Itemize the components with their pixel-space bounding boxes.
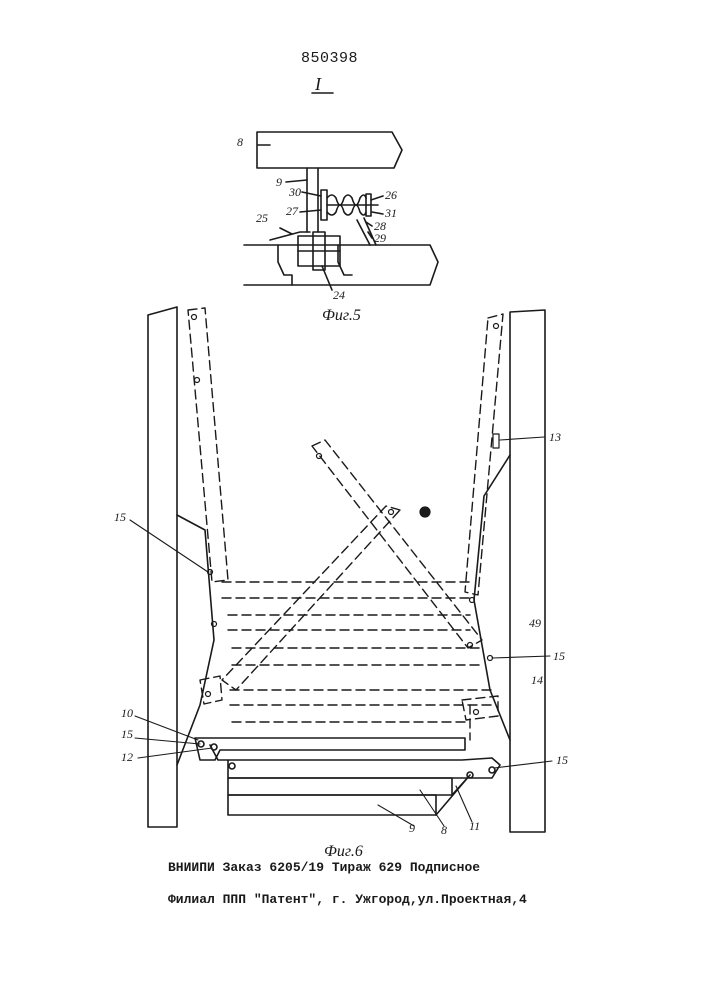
spring-plate	[321, 190, 327, 220]
hinge-point	[389, 510, 394, 515]
dashed-left-arm	[188, 308, 228, 582]
fig5-label: 29	[374, 231, 386, 245]
left-post	[148, 307, 177, 827]
fig5-caption: Фиг.5	[322, 307, 361, 324]
fig6-leader-lines	[130, 437, 552, 826]
step-8	[228, 795, 436, 815]
fig6-dashed-positions	[188, 308, 503, 740]
fig6-label: 15	[121, 727, 133, 741]
fig5-label: 24	[333, 288, 345, 302]
fig6-label: 12	[121, 750, 133, 764]
step-11	[228, 778, 452, 795]
dashed-right-arm	[465, 314, 503, 595]
leader-15-right	[492, 656, 550, 658]
fig5-label: 9	[276, 175, 282, 189]
fig6-label: 9	[409, 821, 415, 835]
fig5-label: 30	[288, 185, 301, 199]
hinge-point	[317, 454, 322, 459]
top-plate	[257, 132, 402, 168]
leader-15-top-left	[130, 520, 208, 572]
fig6-label: 14	[531, 673, 543, 687]
fig5-label: 8	[237, 135, 243, 149]
leader-11	[456, 786, 472, 822]
dashed-diagonal-a	[312, 440, 482, 648]
fig6-label: 15	[553, 649, 565, 663]
hinge-point	[192, 315, 197, 320]
dashed-step-5	[232, 705, 470, 740]
rail-groove-left	[278, 245, 292, 285]
fig5-label: 26	[385, 188, 397, 202]
leader-10	[135, 716, 198, 740]
hinge-point	[195, 378, 200, 383]
leader-12	[138, 748, 212, 758]
fig6-caption: Фиг.6	[324, 843, 363, 860]
platform-10	[195, 738, 465, 760]
dashed-step-1	[222, 582, 470, 598]
dashed-step-4	[230, 690, 492, 705]
imprint-address-line: Филиал ППП "Патент", г. Ужгород,ул.Проек…	[168, 892, 527, 907]
fig5-label: 31	[384, 206, 397, 220]
left-gusset	[177, 515, 214, 765]
fig5-label: 27	[286, 204, 299, 218]
fig6-label: 11	[469, 819, 480, 833]
dashed-step-3	[232, 648, 482, 665]
latch-13	[493, 434, 499, 448]
dashed-pivot-plate	[462, 696, 498, 720]
fig6-label: 10	[121, 706, 133, 720]
fig6-details	[192, 315, 500, 715]
right-post	[510, 310, 545, 832]
fig6-label: 8	[441, 823, 447, 837]
dashed-step-2	[228, 615, 470, 630]
hinge-point	[474, 710, 479, 715]
hinge-point	[206, 692, 211, 697]
vertical-bracket	[307, 168, 318, 232]
leader-13	[500, 437, 544, 440]
fig6-label: 15	[114, 510, 126, 524]
imprint-order-line: ВНИИПИ Заказ 6205/19 Тираж 629 Подписное	[168, 860, 480, 875]
fig5-drawing	[244, 132, 438, 290]
fig6-label: 15	[556, 753, 568, 767]
ink-dot	[420, 507, 430, 517]
fig6-label: 13	[549, 430, 561, 444]
leader-15-left	[135, 738, 200, 744]
pivot-pin	[229, 763, 235, 769]
rail	[244, 245, 438, 285]
fig6-label: 49	[529, 616, 541, 630]
hinge-point	[494, 324, 499, 329]
leader-15-bottom-right	[494, 761, 552, 768]
fig5-label: 25	[256, 211, 268, 225]
